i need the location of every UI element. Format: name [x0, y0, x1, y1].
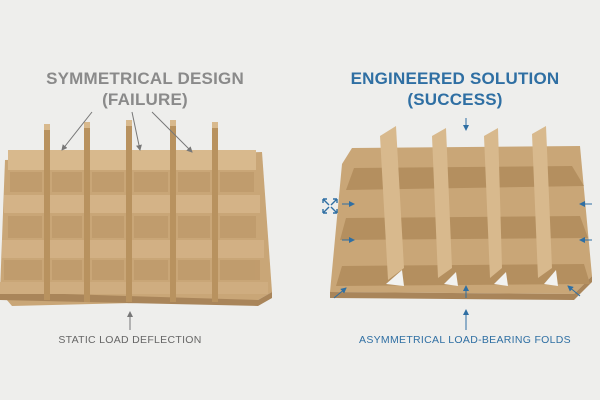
left-col-divider-1 — [44, 128, 50, 300]
success-caption: ASYMMETRICAL LOAD-BEARING FOLDS — [359, 334, 571, 346]
left-row-divider-3 — [2, 240, 264, 258]
left-base-edge — [0, 292, 272, 306]
success-title: ENGINEERED SOLUTION (SUCCESS) — [320, 68, 590, 110]
failure-title: SYMMETRICAL DESIGN (FAILURE) — [10, 68, 280, 110]
left-col-divider-5 — [212, 126, 218, 302]
left-col-divider-3 — [126, 124, 132, 302]
right-base-edge — [330, 276, 592, 300]
success-title-line1: ENGINEERED SOLUTION — [350, 69, 560, 88]
failure-arrow-1 — [61, 111, 93, 151]
left-tab-3 — [126, 120, 132, 126]
failure-caption: STATIC LOAD DEFLECTION — [58, 334, 202, 346]
right-wall-2 — [432, 128, 452, 278]
left-tab-5 — [212, 122, 218, 128]
left-tab-2 — [84, 122, 90, 128]
right-tray-top — [346, 166, 584, 190]
left-tab-4 — [170, 120, 176, 126]
load-arrows — [333, 118, 592, 330]
left-row-divider-4 — [0, 282, 268, 294]
right-tray-middle — [340, 216, 588, 240]
left-col-divider-4 — [170, 124, 176, 302]
expand-arrows-icon — [322, 198, 338, 214]
left-col-divider-2 — [84, 126, 90, 302]
right-wall-1 — [380, 126, 404, 280]
success-title-line2: (SUCCESS) — [407, 90, 503, 109]
engineered-insert — [322, 118, 592, 330]
load-arrow-corner-2 — [567, 285, 581, 297]
failure-arrow-2 — [131, 111, 142, 151]
right-fold-cutouts — [386, 270, 558, 286]
failure-arrow-3 — [151, 111, 193, 153]
symmetrical-insert — [0, 111, 272, 330]
left-cell-shadows — [4, 172, 260, 280]
right-wall-3 — [484, 128, 502, 278]
failure-title-line2: (FAILURE) — [102, 90, 188, 109]
left-tab-1 — [44, 124, 50, 130]
failure-title-line1: SYMMETRICAL DESIGN — [46, 69, 244, 88]
right-wall-4 — [532, 126, 552, 278]
load-arrow-corner-1 — [333, 287, 347, 299]
